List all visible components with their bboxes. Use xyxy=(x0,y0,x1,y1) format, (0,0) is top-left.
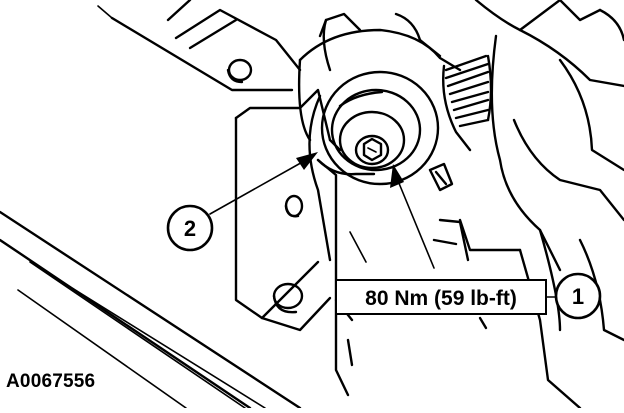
leader-arrows xyxy=(209,152,435,269)
torque-spec-label: 80 Nm (59 lb-ft) xyxy=(365,287,517,310)
callout-1-number: 1 xyxy=(572,284,584,309)
frame-rails xyxy=(0,210,302,410)
main-bracket xyxy=(234,88,354,397)
callout-2-number: 2 xyxy=(184,216,196,241)
callout-1: 1 xyxy=(545,272,602,320)
upper-bracket xyxy=(97,0,302,92)
rotation-arc xyxy=(316,158,376,176)
figure-id: A0067556 xyxy=(6,371,96,392)
bushing-assembly xyxy=(297,12,462,186)
ribbed-hose xyxy=(442,54,493,152)
callout-2: 2 xyxy=(166,204,214,252)
right-components xyxy=(428,0,624,410)
torque-spec-box: 80 Nm (59 lb-ft) xyxy=(335,279,547,315)
